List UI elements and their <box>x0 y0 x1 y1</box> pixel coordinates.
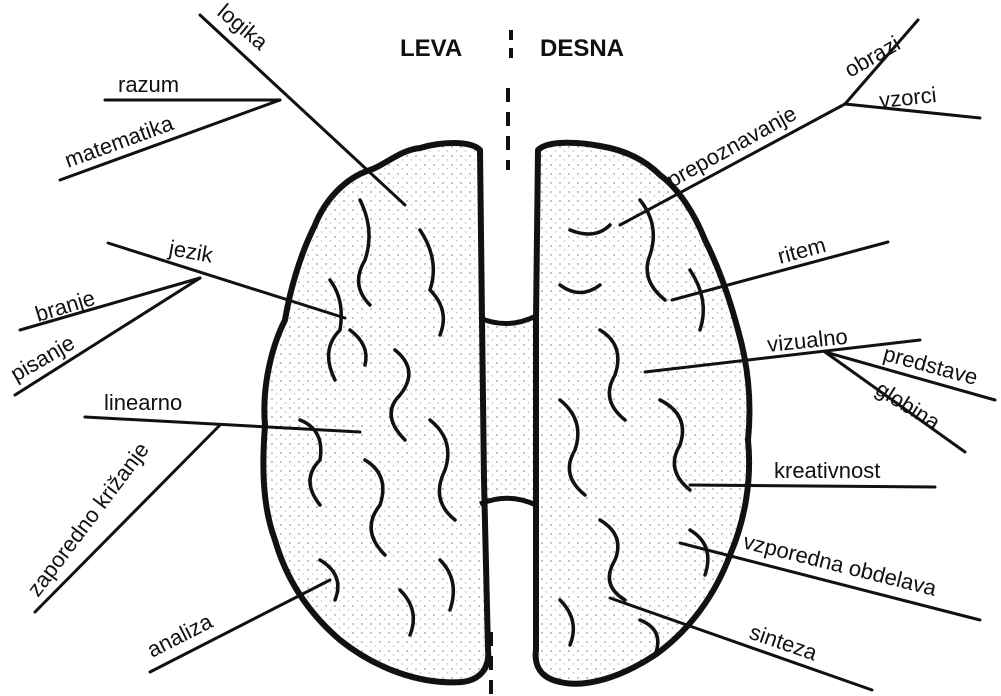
corpus-callosum <box>480 316 536 505</box>
heading-left: LEVA <box>400 35 462 62</box>
label-vzorci: vzorci <box>878 82 938 113</box>
label-analiza: analiza <box>143 608 217 662</box>
heading-right: DESNA <box>540 35 624 62</box>
label-ritem: ritem <box>775 232 829 269</box>
label-branje: branje <box>32 285 98 327</box>
label-zaporedno-krizanje: zaporedno križanje <box>22 437 154 601</box>
label-globina: globina <box>871 376 945 435</box>
label-vizualno: vizualno <box>766 324 849 357</box>
left-hemisphere <box>263 143 488 682</box>
label-matematika: matematika <box>61 110 177 173</box>
label-kreativnost: kreativnost <box>774 458 880 483</box>
label-prepoznavanje: prepoznavanje <box>662 101 800 193</box>
right-hemisphere <box>536 143 750 684</box>
label-linearno: linearno <box>104 390 182 415</box>
label-logika: logika <box>213 0 274 55</box>
label-razum: razum <box>118 72 179 97</box>
